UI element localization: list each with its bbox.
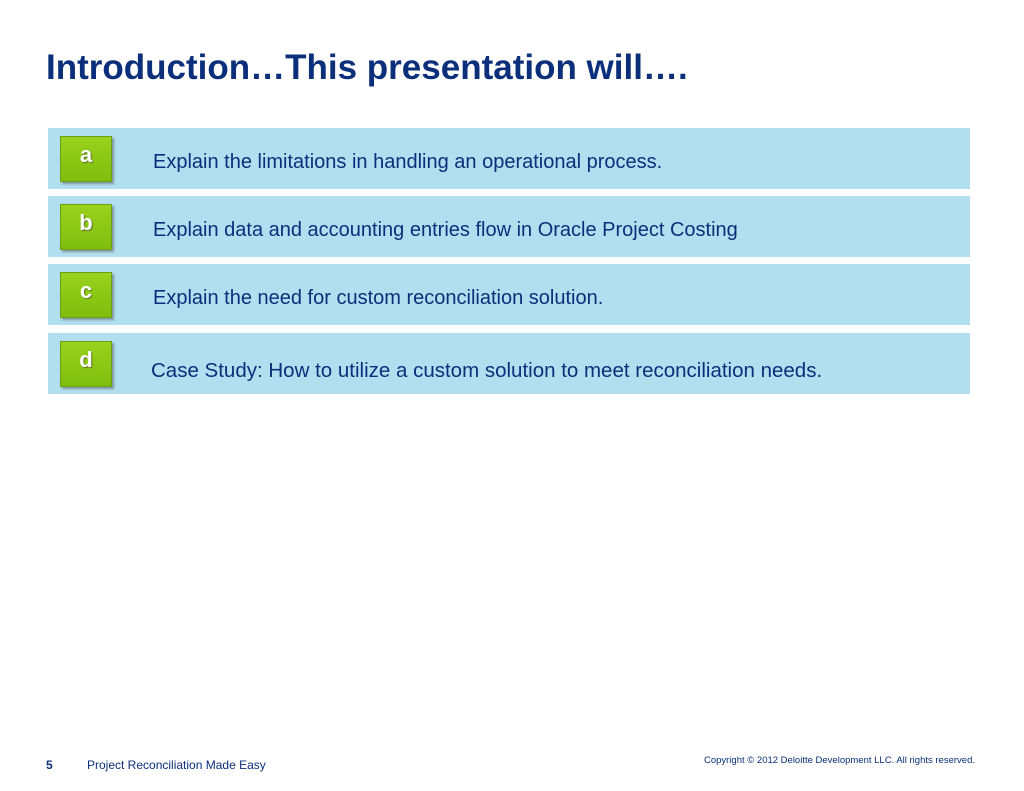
footer-copyright: Copyright © 2012 Deloitte Development LL…	[703, 755, 975, 766]
agenda-list: a Explain the limitations in handling an…	[48, 128, 970, 401]
agenda-item-b: b Explain data and accounting entries fl…	[48, 196, 970, 257]
slide-title: Introduction…This presentation will….	[46, 48, 688, 87]
agenda-item-text: Case Study: How to utilize a custom solu…	[151, 359, 823, 382]
letter-badge-a: a	[60, 136, 112, 182]
letter-badge-d: d	[60, 341, 112, 387]
letter-badge-label: a	[79, 142, 93, 167]
letter-badge-c: c	[60, 272, 112, 318]
agenda-item-text: Explain the need for custom reconciliati…	[153, 287, 604, 309]
letter-badge-label: b	[79, 210, 93, 235]
agenda-item-d: d Case Study: How to utilize a custom so…	[48, 333, 970, 394]
letter-badge-label: c	[79, 278, 93, 303]
letter-badge-label: d	[79, 347, 93, 372]
agenda-item-c: c Explain the need for custom reconcilia…	[48, 264, 970, 325]
agenda-item-a: a Explain the limitations in handling an…	[48, 128, 970, 189]
agenda-item-text: Explain data and accounting entries flow…	[153, 219, 738, 241]
letter-badge-b: b	[60, 204, 112, 250]
footer-page-number: 5	[46, 758, 53, 772]
footer-deck-title: Project Reconciliation Made Easy	[87, 758, 266, 772]
agenda-item-text: Explain the limitations in handling an o…	[153, 151, 663, 173]
